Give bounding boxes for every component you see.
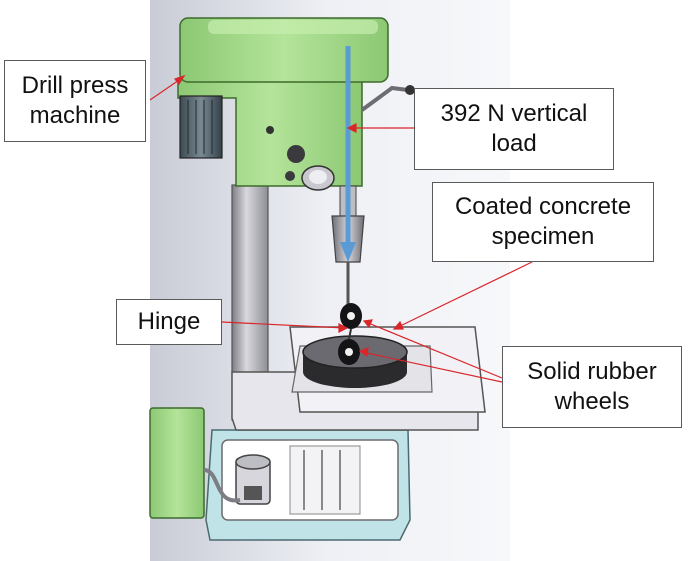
feed-handle xyxy=(360,85,415,112)
control-box xyxy=(149,407,241,519)
hinge-label: Hinge xyxy=(116,299,222,345)
drill-press-label: Drill press machine xyxy=(4,60,146,142)
base-motor xyxy=(235,454,271,505)
specimen-label-line-1: Coated concrete xyxy=(454,193,632,220)
head-motor xyxy=(179,95,223,159)
hinge-wheel-assembly xyxy=(338,303,362,365)
machine-head xyxy=(177,17,389,191)
wheels-label-line-1: Solid rubber xyxy=(527,358,657,385)
wheels-label: Solid rubber wheels xyxy=(502,346,682,428)
drill-press-label-line-1: Drill press xyxy=(21,72,129,99)
specimen-label-line-2: specimen xyxy=(491,223,595,250)
leader-lines xyxy=(149,74,533,383)
load-label-line-1: 392 N vertical xyxy=(440,100,588,127)
load-arrow xyxy=(340,46,356,262)
specimen-label: Coated concrete specimen xyxy=(432,182,654,262)
load-label-line-2: load xyxy=(491,130,537,157)
load-label: 392 N vertical load xyxy=(414,88,614,170)
wheels-label-line-2: wheels xyxy=(554,388,630,415)
hinge-label-line-1: Hinge xyxy=(137,308,201,335)
drill-press-label-line-2: machine xyxy=(29,102,121,129)
